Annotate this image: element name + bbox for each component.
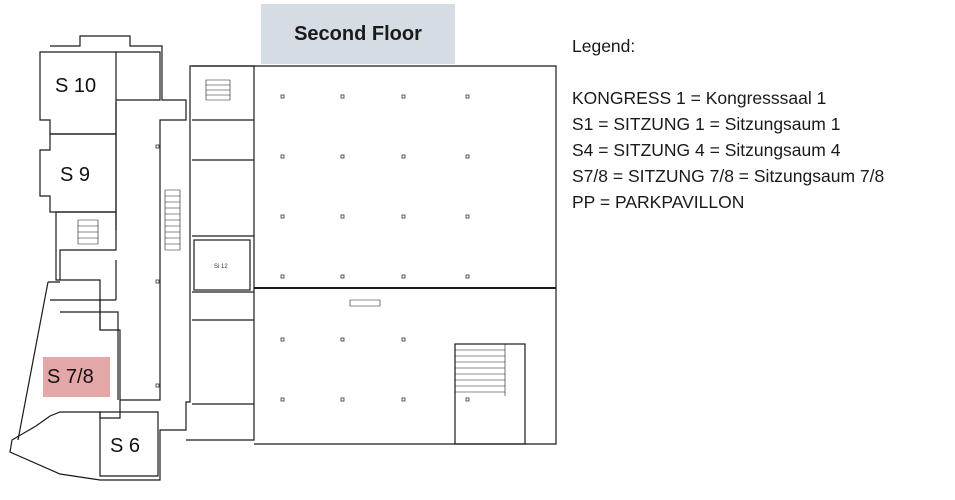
spine-room-walls bbox=[186, 65, 255, 441]
main-hall-outline bbox=[254, 65, 557, 445]
s78-highlight bbox=[43, 357, 110, 397]
pillar bbox=[155, 279, 160, 284]
pillar bbox=[465, 94, 470, 99]
room-label-s9: S 9 bbox=[60, 164, 90, 186]
room-label-s6: S 6 bbox=[110, 435, 140, 457]
stair-top bbox=[205, 79, 231, 101]
stair-left bbox=[77, 219, 99, 245]
stair-divider bbox=[349, 299, 381, 307]
pillar bbox=[401, 214, 406, 219]
s6-room-walls bbox=[99, 411, 159, 477]
legend-heading: Legend: bbox=[572, 36, 636, 56]
legend-entry-s4: S4 = SITZUNG 4 = Sitzungsaum 4 bbox=[572, 140, 841, 160]
si12-room-walls bbox=[193, 239, 251, 291]
pillar bbox=[280, 397, 285, 402]
pillar bbox=[280, 154, 285, 159]
pillar bbox=[465, 397, 470, 402]
pillar bbox=[340, 214, 345, 219]
legend-entry-s1: S1 = SITZUNG 1 = Sitzungsaum 1 bbox=[572, 114, 841, 134]
legend-entry-kongress1: KONGRESS 1 = Kongresssaal 1 bbox=[572, 88, 827, 108]
floor-title: Second Floor bbox=[261, 4, 455, 64]
pillar bbox=[340, 397, 345, 402]
pillar bbox=[155, 144, 160, 149]
pillar bbox=[401, 274, 406, 279]
floor-plan: S 10 S 9 S 7/8 S 6 Si 12 bbox=[9, 35, 557, 481]
pillar bbox=[465, 154, 470, 159]
legend: Legend: KONGRESS 1 = Kongresssaal 1 S1 =… bbox=[572, 33, 884, 215]
legend-entry-pp: PP = PARKPAVILLON bbox=[572, 192, 745, 212]
s9-room-walls bbox=[39, 133, 117, 213]
pillar bbox=[155, 383, 160, 388]
pillar bbox=[340, 337, 345, 342]
room-label-s10: S 10 bbox=[55, 75, 96, 97]
pillar bbox=[401, 397, 406, 402]
left-wing-outline bbox=[9, 35, 254, 481]
pillar bbox=[465, 214, 470, 219]
pillar bbox=[280, 274, 285, 279]
pillar bbox=[401, 337, 406, 342]
room-walls-a bbox=[116, 51, 161, 101]
room-label-si12: Si 12 bbox=[214, 264, 228, 270]
corridor-walls bbox=[99, 102, 121, 400]
stair-hall bbox=[454, 343, 526, 445]
pillar bbox=[340, 94, 345, 99]
pillar bbox=[401, 154, 406, 159]
pillar bbox=[340, 274, 345, 279]
legend-entry-s78: S7/8 = SITZUNG 7/8 = Sitzungsaum 7/8 bbox=[572, 166, 885, 186]
room-walls-b bbox=[50, 279, 116, 330]
pillar bbox=[280, 94, 285, 99]
pillar bbox=[401, 94, 406, 99]
stair-spine bbox=[164, 189, 181, 251]
stair-room-walls bbox=[55, 211, 117, 281]
s78-room-walls bbox=[17, 281, 119, 441]
stair-treads bbox=[455, 344, 506, 396]
pillar bbox=[465, 274, 470, 279]
pillar bbox=[280, 214, 285, 219]
pillar bbox=[340, 154, 345, 159]
room-label-s78: S 7/8 bbox=[47, 366, 94, 388]
pillar bbox=[280, 337, 285, 342]
